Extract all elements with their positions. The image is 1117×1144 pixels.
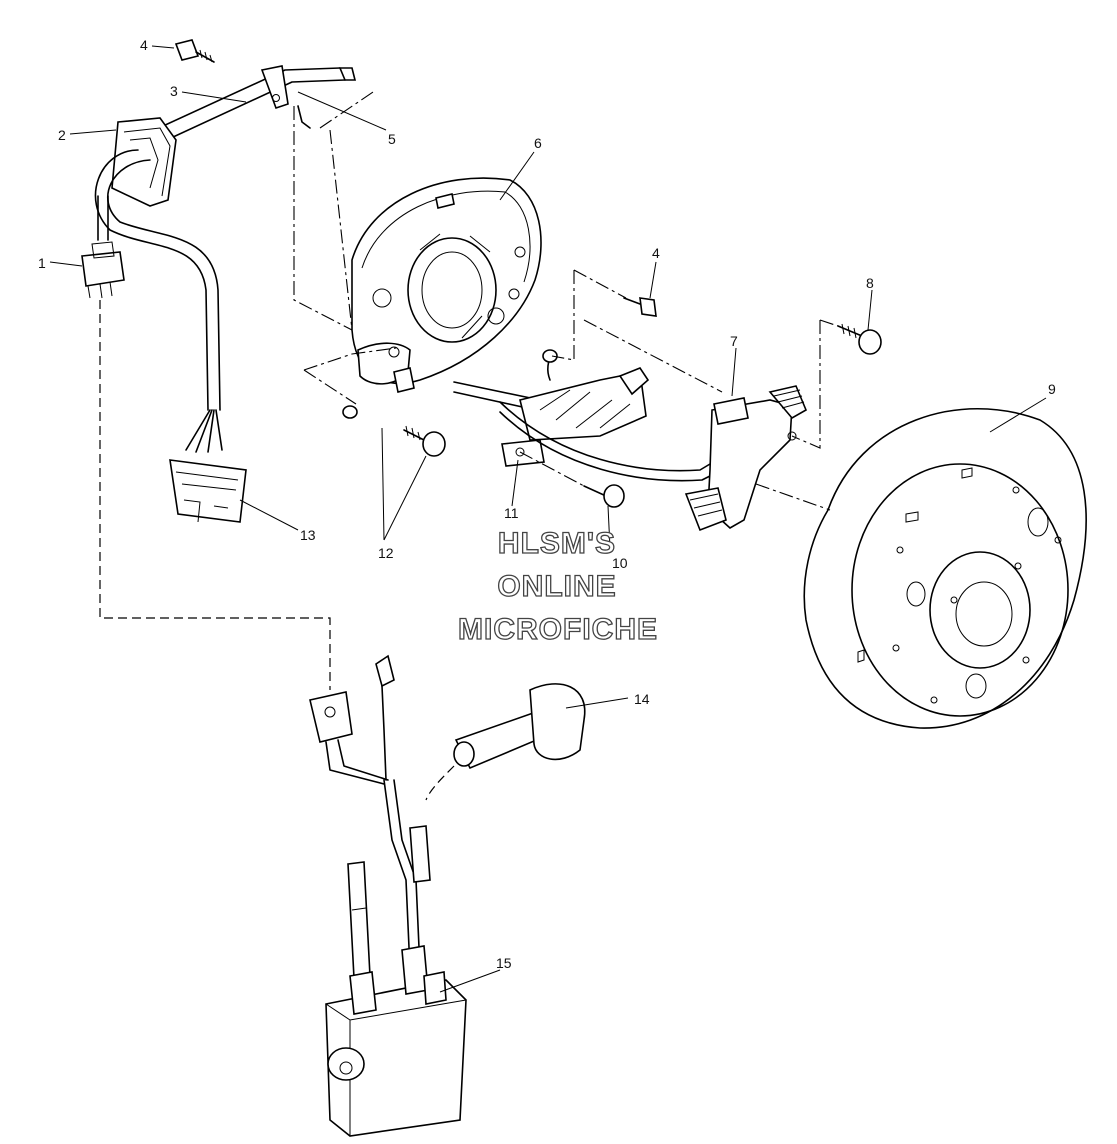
callout-4-right: 4 [652,245,660,261]
flywheel [803,407,1087,729]
callout-10: 10 [612,555,628,571]
pulser-coil [453,349,723,482]
callout-9: 9 [1048,381,1056,397]
screw-4-right [623,297,657,317]
wire-link-dashed [99,300,331,690]
watermark-line-3: MICROFICHE [457,612,658,646]
screw-4-top [174,39,215,63]
callout-15: 15 [496,955,512,971]
callout-3: 3 [170,83,178,99]
callout-13: 13 [300,527,316,543]
alignment-lines [293,89,839,511]
callout-7: 7 [730,333,738,349]
callout-2: 2 [58,127,66,143]
callout-4-top: 4 [140,37,148,53]
ignition-harness [309,654,586,971]
cdi-box [325,861,467,1137]
stator-plate [351,177,542,393]
callout-5: 5 [388,131,396,147]
callout-6: 6 [534,135,542,151]
screw-8 [837,323,882,355]
screw-12 [342,405,446,457]
callout-8: 8 [866,275,874,291]
callout-1: 1 [38,255,46,271]
regulator-harness-assembly [81,65,357,523]
watermark-line-1: HLSM'S [497,526,617,560]
watermark-line-2: ONLINE [497,569,617,603]
screw-10 [583,484,625,508]
leader-lines [49,45,1047,993]
callout-11: 11 [504,505,519,521]
charge-coil [684,385,808,532]
callout-12: 12 [378,545,394,561]
callout-14: 14 [634,691,650,707]
